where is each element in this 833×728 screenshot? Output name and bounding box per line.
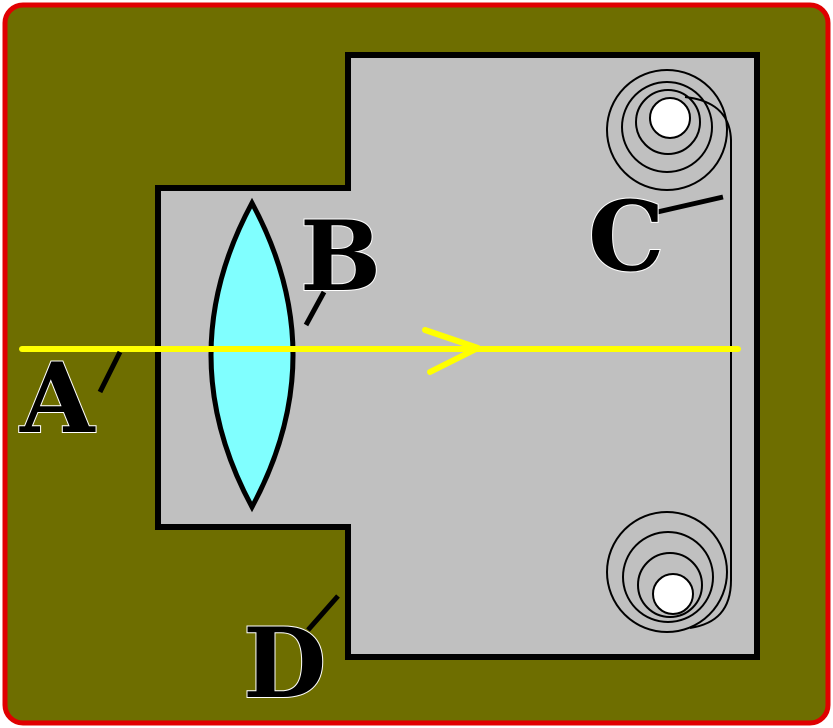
- light-ray-arrow-icon: [19, 327, 741, 375]
- label-b: B: [300, 200, 381, 313]
- film-spool-bottom-icon: [606, 511, 728, 633]
- label-c: C: [588, 180, 664, 293]
- label-d: D: [243, 607, 326, 720]
- label-a: A: [19, 342, 96, 455]
- leader-line-b: [303, 290, 327, 327]
- leader-line-d: [306, 594, 340, 632]
- leader-line-c: [652, 194, 724, 216]
- film-spool-top-icon: [606, 69, 728, 191]
- leader-line-a: [97, 350, 123, 394]
- film-strip: [684, 96, 732, 629]
- convex-lens-icon: [208, 197, 296, 513]
